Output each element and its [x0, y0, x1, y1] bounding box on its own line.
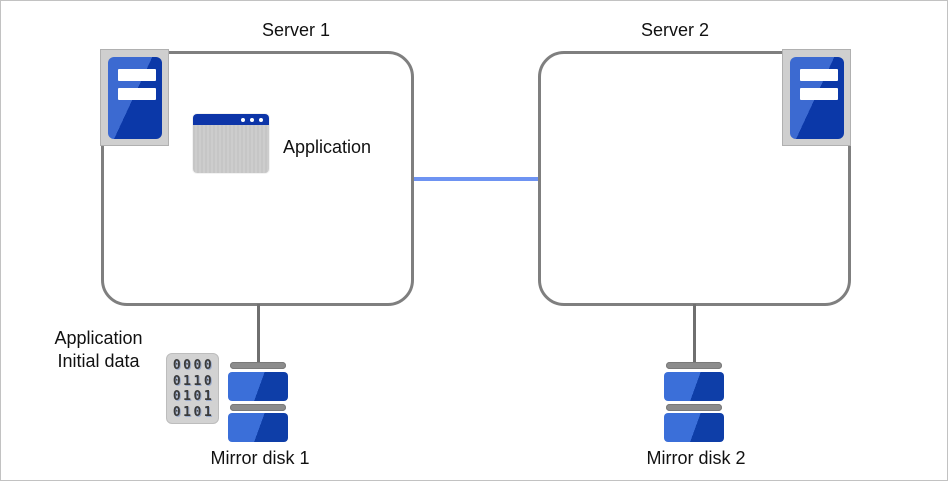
server1-disk-connector-line	[257, 304, 260, 364]
server1-tower-icon	[108, 57, 162, 139]
tower-slot	[800, 69, 838, 81]
mirror-disk2-platter-icon	[666, 362, 722, 369]
server2-title: Server 2	[640, 20, 710, 40]
mirror-disk1-platter-icon	[230, 404, 286, 411]
window-dot-icon	[249, 117, 254, 122]
server2-disk-connector-line	[693, 304, 696, 364]
binary-data-icon: 0000 0110 0101 0101	[166, 353, 219, 424]
mirror-disk2-unit-icon	[664, 372, 724, 401]
mirror-disk2-unit-icon	[664, 413, 724, 442]
server2-tower-icon	[790, 57, 844, 139]
mirror-disk1-unit-icon	[228, 413, 288, 442]
binary-row: 0110	[172, 373, 215, 389]
window-dot-icon	[258, 117, 263, 122]
binary-row: 0101	[172, 404, 215, 420]
server1-computer-icon	[100, 49, 169, 146]
initial-data-label: Application Initial data	[31, 327, 166, 373]
binary-row: 0101	[172, 389, 215, 404]
mirror-disk1-unit-icon	[228, 372, 288, 401]
mirror-disk2-label: Mirror disk 2	[646, 448, 746, 468]
window-dot-icon	[240, 117, 245, 122]
server-interconnect-line	[414, 177, 538, 181]
application-label: Application	[283, 137, 372, 157]
initial-data-label-line2: Initial data	[57, 351, 140, 371]
mirror-disk2-platter-icon	[666, 404, 722, 411]
binary-row: 0000	[172, 358, 215, 373]
tower-slot	[118, 88, 156, 100]
initial-data-label-line1: Application	[54, 328, 143, 348]
mirror-disk1-label: Mirror disk 1	[210, 448, 310, 468]
mirror-disk1-platter-icon	[230, 362, 286, 369]
server2-computer-icon	[782, 49, 851, 146]
application-window-icon	[193, 114, 269, 173]
window-body	[193, 125, 269, 173]
server1-title: Server 1	[261, 20, 331, 40]
window-titlebar	[193, 114, 269, 125]
tower-slot	[118, 69, 156, 81]
tower-slot	[800, 88, 838, 100]
